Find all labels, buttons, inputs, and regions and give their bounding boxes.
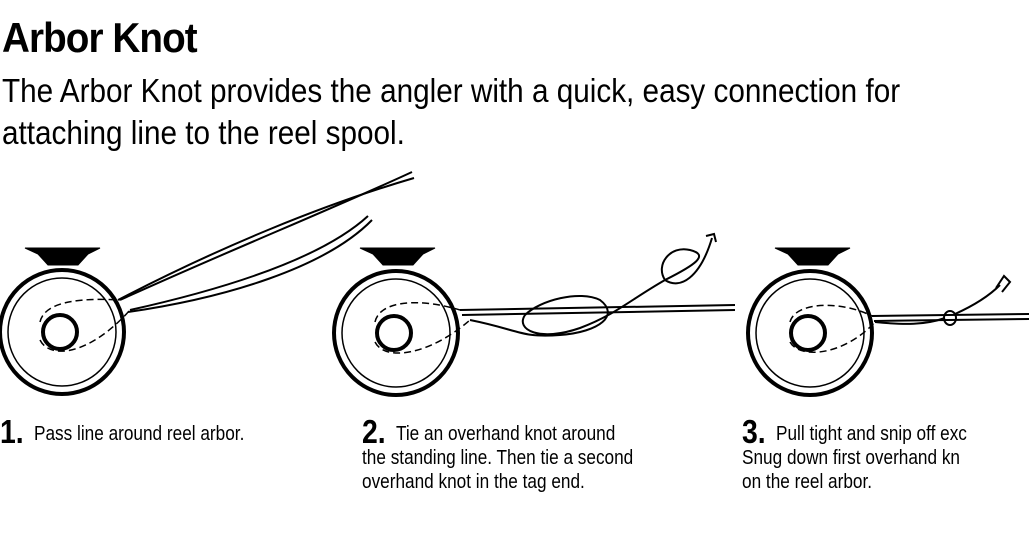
reel-2: [332, 247, 471, 397]
reel-2-arbor: [375, 314, 413, 352]
reel-3-arbor: [789, 314, 827, 352]
reel-3: [746, 247, 876, 397]
step-1-number: 1.: [0, 413, 24, 450]
step-2-line-1: Tie an overhand knot around: [395, 423, 616, 445]
step-3-number: 3.: [742, 413, 766, 450]
step-2-number: 2.: [362, 413, 386, 450]
step-2-line-2: the standing line. Then tie a second: [362, 447, 634, 469]
reel-1: [0, 247, 131, 396]
reel-1-spool-inner: [7, 277, 117, 387]
reel-1-arbor: [41, 313, 79, 351]
reel-2-spool: [332, 269, 460, 397]
step-3-line-3: on the reel arbor.: [742, 471, 873, 493]
reel-2-foot: [359, 247, 436, 266]
step-2-knots: [459, 232, 736, 337]
step-3-caption: 3. Pull tight and snip off exc Snug down …: [742, 415, 967, 494]
reel-1-line-loop: [39, 298, 131, 352]
step-1-line: [117, 171, 415, 313]
reel-2-spool-inner: [341, 278, 451, 388]
knot-diagram: [0, 171, 1029, 397]
page-title: Arbor Knot: [2, 14, 198, 61]
reel-1-spool: [0, 268, 126, 396]
reel-3-spool-inner: [755, 278, 865, 388]
reel-1-foot: [24, 247, 101, 266]
reel-2-line-loop: [374, 302, 471, 354]
step-2-line-3: overhand knot in the tag end.: [362, 471, 585, 493]
step-3-line-1: Pull tight and snip off exc: [775, 423, 967, 445]
reel-3-line-loop: [789, 304, 876, 354]
reel-3-spool: [746, 269, 874, 397]
step-2-caption: 2. Tie an overhand knot around the standi…: [362, 415, 634, 494]
intro-text: The Arbor Knot provides the angler with …: [2, 72, 901, 151]
step-3-line: [871, 274, 1029, 326]
step-1-line-1: Pass line around reel arbor.: [33, 423, 245, 445]
step-3-line-2: Snug down first overhand kn: [742, 447, 961, 469]
step-1-caption: 1. Pass line around reel arbor.: [0, 415, 245, 448]
reel-3-foot: [774, 247, 851, 266]
